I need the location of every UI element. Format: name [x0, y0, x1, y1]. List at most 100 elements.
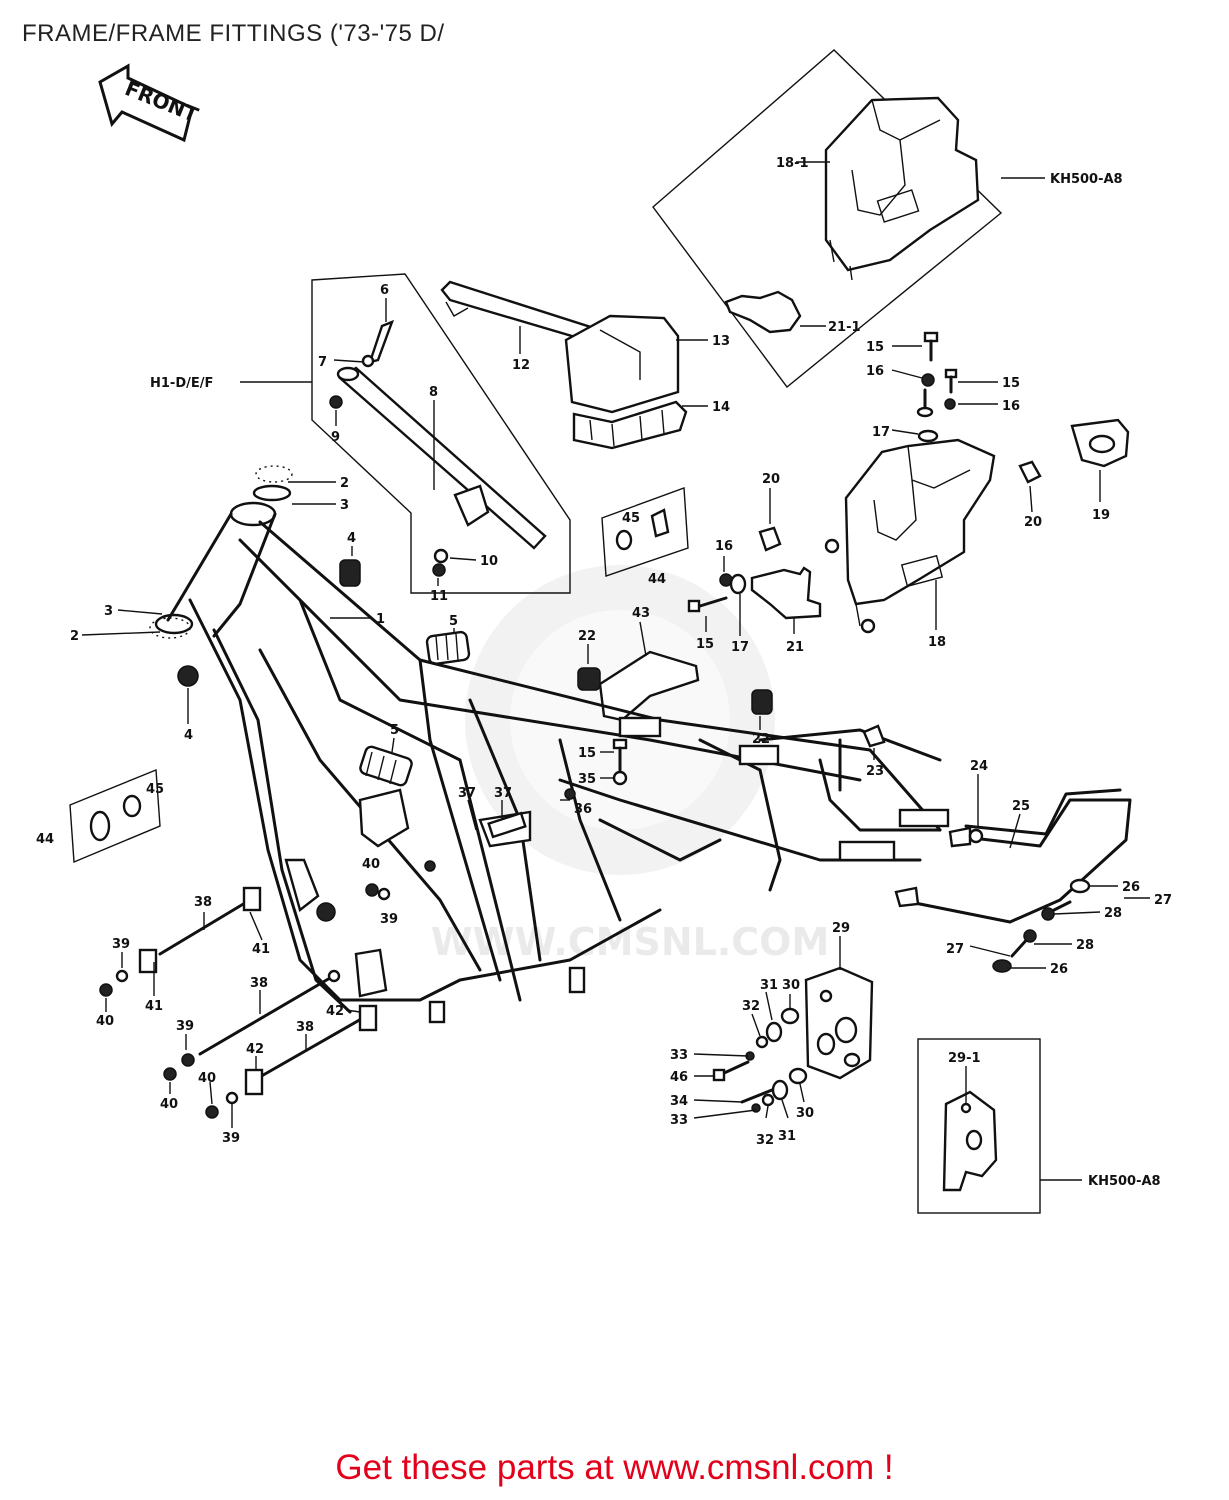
rubber-22 [577, 667, 773, 715]
callout-15b: 15 [1002, 376, 1020, 391]
callout-21: 21 [786, 640, 804, 655]
callout-30a: 30 [782, 978, 800, 993]
callout-21-1: 21-1 [828, 320, 861, 335]
callout-31b: 31 [778, 1129, 796, 1144]
callout-16c: 16 [715, 539, 733, 554]
callout-13: 13 [712, 334, 730, 349]
grab-bar-25 [894, 788, 1132, 973]
callout-33a: 33 [670, 1048, 688, 1063]
callout-40c: 40 [160, 1097, 178, 1112]
callout-4a: 4 [347, 531, 356, 546]
tank-bracket-43 [598, 650, 700, 722]
callout-42b: 42 [246, 1042, 264, 1057]
callout-37b: 37 [494, 786, 512, 801]
callout-28b: 28 [1076, 938, 1094, 953]
callout-20a: 20 [1024, 515, 1042, 530]
callout-6: 6 [380, 283, 389, 298]
bracket-21 [687, 566, 822, 620]
bracket-21-1 [724, 290, 802, 334]
callout-3b: 3 [104, 604, 113, 619]
callout-7: 7 [318, 355, 327, 370]
group-box-kh500-top [652, 49, 1045, 389]
detail-box-44-45-upper [601, 487, 689, 577]
callout-35: 35 [578, 772, 596, 787]
callout-39d: 39 [222, 1131, 240, 1146]
callout-18: 18 [928, 635, 946, 650]
callout-18-1: 18-1 [776, 156, 809, 171]
callout-38a: 38 [194, 895, 212, 910]
battery-case-18 [824, 438, 996, 634]
callout-15d: 15 [578, 746, 596, 761]
callout-38c: 38 [296, 1020, 314, 1035]
battery-case-18-1 [824, 96, 980, 281]
callout-32b: 32 [756, 1133, 774, 1148]
page-title: FRAME/FRAME FITTINGS ('73-'75 D/ [22, 20, 445, 47]
engine-mount-bolts [99, 883, 391, 1119]
callout-32a: 32 [742, 999, 760, 1014]
callout-8: 8 [429, 385, 438, 400]
leader-lines [81, 161, 1150, 1128]
cap-19 [1070, 418, 1130, 468]
callout-5b: 5 [390, 723, 399, 738]
callout-26b: 26 [1050, 962, 1068, 977]
callout-38b: 38 [250, 976, 268, 991]
callout-29-1: 29-1 [948, 1051, 981, 1066]
callout-41a: 41 [252, 942, 270, 957]
callout-25: 25 [1012, 799, 1030, 814]
callout-39a: 39 [112, 937, 130, 952]
callout-2b: 2 [70, 629, 79, 644]
callout-36: 36 [574, 802, 592, 817]
callout-45b: 45 [146, 782, 164, 797]
rubber-cap-13 [564, 314, 680, 414]
callout-labels: 18-1 21-1 6 7 8 9 10 11 12 13 14 15 16 1… [36, 156, 1172, 1148]
callout-23: 23 [866, 764, 884, 779]
callout-1: 1 [376, 612, 385, 627]
rubber-5 [359, 630, 471, 787]
callout-39c: 39 [176, 1019, 194, 1034]
callout-16a: 16 [866, 364, 884, 379]
callout-39b: 39 [380, 912, 398, 927]
callout-31a: 31 [760, 978, 778, 993]
callout-46: 46 [670, 1070, 688, 1085]
group-box-kh500-bottom [917, 1038, 1082, 1214]
callout-27b: 27 [946, 942, 964, 957]
callout-45a: 45 [622, 511, 640, 526]
callout-15a: 15 [866, 340, 884, 355]
callout-42a: 42 [326, 1004, 344, 1019]
parts-diagram: WWW.CMSNL.COM FRONT [36, 49, 1172, 1214]
callout-20b: 20 [762, 472, 780, 487]
callout-37a: 37 [458, 786, 476, 801]
callout-16b: 16 [1002, 399, 1020, 414]
get-parts-link[interactable]: Get these parts at www.cmsnl.com ! [335, 1448, 894, 1487]
callout-24: 24 [970, 759, 988, 774]
group-label-kh500-top: KH500-A8 [1050, 172, 1123, 187]
callout-22a: 22 [578, 629, 596, 644]
callout-19: 19 [1092, 508, 1110, 523]
callout-28a: 28 [1104, 906, 1122, 921]
callout-44b: 44 [36, 832, 54, 847]
callout-9: 9 [331, 430, 340, 445]
callout-10: 10 [480, 554, 498, 569]
callout-12: 12 [512, 358, 530, 373]
callout-22b: 22 [752, 732, 770, 747]
grommet-20 [758, 460, 1042, 552]
rubber-damper-14 [572, 400, 688, 450]
callout-40b: 40 [362, 857, 380, 872]
callout-11: 11 [430, 589, 448, 604]
callout-33b: 33 [670, 1113, 688, 1128]
callout-15c: 15 [696, 637, 714, 652]
steering-damper-8 [329, 319, 547, 577]
callout-3a: 3 [340, 498, 349, 513]
callout-44a: 44 [648, 572, 666, 587]
callout-4b: 4 [184, 728, 193, 743]
mount-plate-29 [712, 966, 874, 1113]
callout-17b: 17 [731, 640, 749, 655]
callout-17a: 17 [872, 425, 890, 440]
group-label-h1-def: H1-D/E/F [150, 376, 213, 391]
detail-box-44-45-left [69, 768, 161, 864]
front-arrow-icon: FRONT [98, 63, 202, 143]
group-box-h1-def [240, 273, 571, 594]
head-bearing-parts [149, 465, 361, 687]
callout-5a: 5 [449, 614, 458, 629]
callout-27a: 27 [1154, 893, 1172, 908]
